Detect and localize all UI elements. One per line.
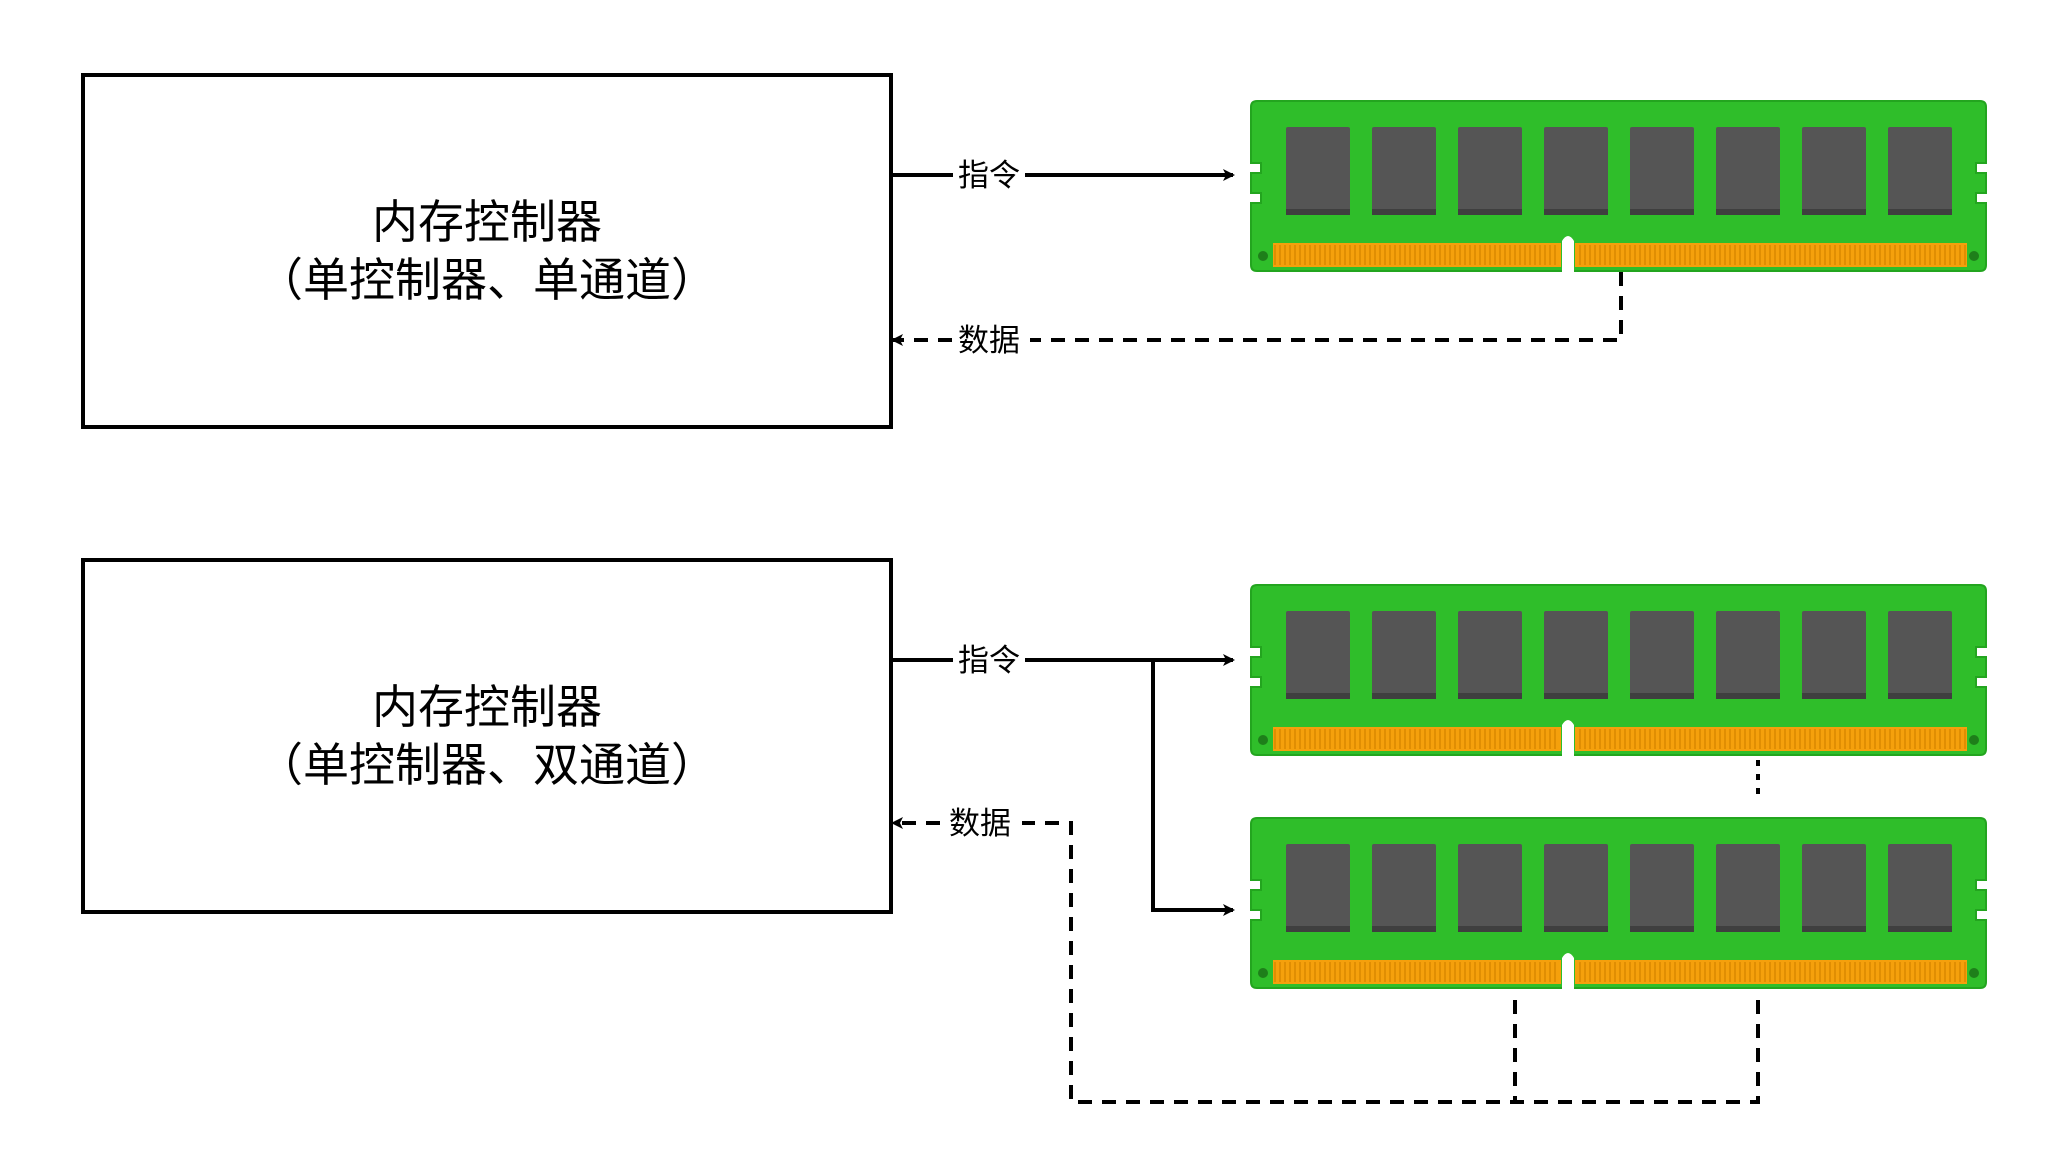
command-label: 指令 bbox=[958, 158, 1020, 194]
ram-hole bbox=[1258, 735, 1268, 745]
ram-hole bbox=[1969, 251, 1979, 261]
ram-chip bbox=[1458, 844, 1522, 932]
ram-stick-icon bbox=[1250, 817, 1987, 989]
ram-chip-shadow bbox=[1286, 693, 1350, 699]
ram-chip bbox=[1716, 844, 1780, 932]
ram-chip-shadow bbox=[1888, 209, 1952, 215]
ram-contacts-right bbox=[1575, 243, 1967, 267]
ram-chip bbox=[1802, 127, 1866, 215]
ram-chip-shadow bbox=[1630, 693, 1694, 699]
data-label: 数据 bbox=[958, 323, 1020, 359]
ram-contacts-left bbox=[1273, 727, 1561, 751]
ram-chip bbox=[1630, 127, 1694, 215]
ram-chip bbox=[1630, 844, 1694, 932]
ram-chip bbox=[1372, 611, 1436, 699]
memory-controller-box bbox=[81, 558, 893, 914]
ram-chip-shadow bbox=[1802, 693, 1866, 699]
data-label: 数据 bbox=[949, 806, 1011, 842]
ram-chip-shadow bbox=[1544, 926, 1608, 932]
command-arrow-lower bbox=[1151, 660, 1235, 916]
single-channel-section: 内存控制器 （单控制器、单通道） 指令 数据 bbox=[81, 73, 1987, 429]
ram-chip bbox=[1544, 127, 1608, 215]
ram-hole bbox=[1969, 968, 1979, 978]
ram-stick-icon bbox=[1250, 100, 1987, 272]
ram-key-notch bbox=[1562, 720, 1574, 756]
ram-chip-shadow bbox=[1286, 209, 1350, 215]
ram-chip bbox=[1286, 611, 1350, 699]
ram-chip-shadow bbox=[1716, 926, 1780, 932]
ram-chip-shadow bbox=[1458, 209, 1522, 215]
data-line bbox=[1022, 821, 1760, 1104]
ram-chip-shadow bbox=[1286, 926, 1350, 932]
ram-chip-shadow bbox=[1630, 209, 1694, 215]
ram-chip bbox=[1544, 844, 1608, 932]
memory-controller-box bbox=[81, 73, 893, 429]
ram-chip-shadow bbox=[1630, 926, 1694, 932]
controller-title: 内存控制器 bbox=[372, 195, 602, 249]
ram-chip-shadow bbox=[1802, 926, 1866, 932]
ram-hole bbox=[1258, 251, 1268, 261]
ram-pins bbox=[1274, 245, 1966, 265]
ram-chip-shadow bbox=[1544, 693, 1608, 699]
dual-channel-section: 内存控制器 （单控制器、双通道） 指令 数据 bbox=[81, 558, 1987, 1104]
ram-hole bbox=[1969, 735, 1979, 745]
ram-hole bbox=[1258, 968, 1268, 978]
ram-chip bbox=[1802, 844, 1866, 932]
command-label: 指令 bbox=[958, 643, 1020, 679]
controller-subtitle: （单控制器、双通道） bbox=[257, 738, 717, 792]
ram-chip bbox=[1630, 611, 1694, 699]
ram-contacts-right bbox=[1575, 727, 1967, 751]
ram-chip bbox=[1716, 611, 1780, 699]
ram-chip bbox=[1286, 127, 1350, 215]
ram-chip-shadow bbox=[1888, 926, 1952, 932]
ram-pins bbox=[1274, 962, 1966, 982]
ram-chip-shadow bbox=[1372, 926, 1436, 932]
ram-stick-icon bbox=[1250, 584, 1987, 756]
ram-chip bbox=[1716, 127, 1780, 215]
ram-chip bbox=[1888, 127, 1952, 215]
ram-chip-shadow bbox=[1802, 209, 1866, 215]
ram-contacts-left bbox=[1273, 960, 1561, 984]
ram-chip bbox=[1372, 844, 1436, 932]
ram-contacts-right bbox=[1575, 960, 1967, 984]
ram-chip-shadow bbox=[1458, 926, 1522, 932]
controller-subtitle: （单控制器、单通道） bbox=[257, 253, 717, 307]
ram-chip-shadow bbox=[1888, 693, 1952, 699]
ram-chip-shadow bbox=[1372, 693, 1436, 699]
ram-key-notch bbox=[1562, 236, 1574, 272]
ram-chip bbox=[1458, 127, 1522, 215]
ram-key-notch bbox=[1562, 953, 1574, 989]
ram-chip bbox=[1888, 844, 1952, 932]
ram-chip-shadow bbox=[1716, 209, 1780, 215]
ram-chip bbox=[1286, 844, 1350, 932]
ram-chip-shadow bbox=[1544, 209, 1608, 215]
controller-title: 内存控制器 bbox=[372, 680, 602, 734]
data-line bbox=[1030, 272, 1623, 342]
ram-chip bbox=[1544, 611, 1608, 699]
ram-chip bbox=[1888, 611, 1952, 699]
ram-chip bbox=[1458, 611, 1522, 699]
ram-contacts-left bbox=[1273, 243, 1561, 267]
ram-pins bbox=[1274, 729, 1966, 749]
ram-chip-shadow bbox=[1716, 693, 1780, 699]
ram-chip-shadow bbox=[1372, 209, 1436, 215]
ram-chip-shadow bbox=[1458, 693, 1522, 699]
ram-chip bbox=[1372, 127, 1436, 215]
ram-chip bbox=[1802, 611, 1866, 699]
